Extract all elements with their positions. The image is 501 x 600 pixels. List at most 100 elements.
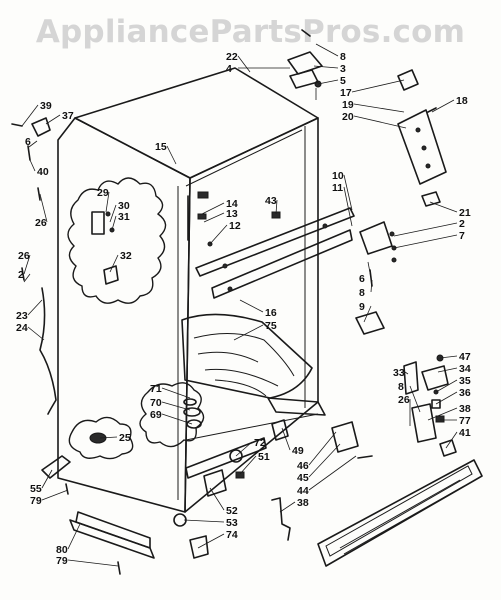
callout-16: 16	[265, 307, 277, 319]
cloud-inset-lower	[68, 416, 134, 460]
callout-leader-52	[209, 487, 225, 511]
callout-71: 71	[150, 383, 162, 395]
callout-39: 39	[40, 100, 52, 112]
callout-leader-34	[437, 367, 458, 373]
callout-5: 5	[340, 75, 346, 87]
cloud-mid-ring-2	[183, 407, 201, 417]
callout-52: 52	[226, 505, 238, 517]
hinge-bracket-20	[397, 109, 447, 185]
bottom-parts	[69, 437, 267, 575]
callout-17: 17	[340, 87, 352, 99]
callout-31: 31	[118, 211, 130, 223]
callout-leader-6	[28, 140, 38, 148]
callout-33: 33	[393, 367, 405, 379]
callout-26: 26	[18, 250, 30, 262]
clip-41	[439, 439, 457, 457]
hinge-38	[411, 403, 437, 443]
callout-43: 43	[265, 195, 277, 207]
callout-8: 8	[398, 381, 404, 393]
callout-53: 53	[226, 517, 238, 529]
wire-clip	[197, 213, 207, 220]
callout-74: 74	[226, 529, 238, 541]
callout-leader-75	[233, 324, 264, 341]
cloud-screw-a	[105, 211, 111, 217]
callout-leader-20	[353, 115, 407, 129]
callout-20: 20	[342, 111, 354, 123]
callout-leader-32	[109, 254, 119, 273]
callout-leader-2	[393, 222, 458, 237]
callout-leader-79	[41, 489, 69, 501]
callout-4: 4	[226, 63, 232, 75]
roller-55	[41, 455, 71, 479]
callout-36: 36	[459, 387, 471, 399]
callout-leader-12	[209, 224, 228, 245]
cabinet-top	[74, 67, 319, 179]
callout-72: 72	[254, 437, 266, 449]
base-channel	[267, 397, 326, 416]
rail-screw-1	[222, 263, 228, 269]
callout-79: 79	[56, 555, 68, 567]
callout-26: 26	[398, 394, 410, 406]
callout-leader-30	[109, 204, 117, 223]
screw-top-1	[301, 29, 311, 37]
bracket-hole-3	[425, 163, 431, 169]
callout-38: 38	[297, 497, 309, 509]
callout-leader-49	[281, 427, 291, 451]
callout-leader-38	[427, 407, 458, 421]
callout-leader-8	[409, 385, 421, 413]
callout-leader-45	[308, 443, 341, 478]
screw-79b	[117, 561, 121, 575]
callout-leader-46	[308, 431, 337, 466]
hinge-plate-top	[287, 51, 323, 75]
screw-40	[27, 145, 31, 161]
callout-leader-38	[279, 501, 296, 513]
lower-rail	[211, 229, 353, 299]
callout-leader-37	[45, 114, 61, 125]
callout-37: 37	[62, 110, 74, 122]
cloud-mid-ring-1	[183, 398, 197, 406]
cabinet-top-liner	[185, 129, 303, 187]
callout-leader-8	[370, 279, 373, 293]
leg-52	[203, 469, 227, 497]
tube-23-24	[39, 287, 57, 415]
callout-18: 18	[456, 95, 468, 107]
callout-leader-17	[351, 79, 405, 93]
callout-13: 13	[226, 208, 238, 220]
callout-75: 75	[265, 320, 277, 332]
spacer-21	[421, 191, 441, 207]
callout-leader-19	[353, 103, 405, 113]
callout-leader-24	[27, 326, 45, 341]
grille-front	[317, 459, 483, 567]
callout-leader-55	[41, 469, 53, 489]
callout-49: 49	[292, 445, 304, 457]
callout-79: 79	[30, 495, 42, 507]
callout-35: 35	[459, 375, 471, 387]
callout-leader-69	[161, 413, 193, 425]
callout-32: 32	[120, 250, 132, 262]
callout-leader-36	[435, 391, 458, 405]
hinge-left	[31, 117, 51, 137]
roller-72	[229, 449, 243, 463]
nut-36	[431, 399, 441, 409]
callout-leader-29	[105, 191, 110, 213]
callout-leader-41	[445, 431, 458, 449]
callout-leader-6	[367, 261, 372, 279]
cloud-bracket	[91, 211, 105, 235]
base-grille	[317, 459, 483, 567]
callout-41: 41	[459, 427, 471, 439]
screw-39	[11, 123, 23, 127]
callout-12: 12	[229, 220, 241, 232]
cover-17	[397, 69, 419, 91]
screw-26a	[37, 187, 41, 201]
callout-leader-33	[404, 371, 409, 375]
cabinet-side	[57, 117, 191, 513]
cloud-lower-outline	[68, 416, 134, 460]
callout-46: 46	[297, 460, 309, 472]
bracket-hole-1	[415, 127, 421, 133]
callout-77: 77	[459, 415, 471, 427]
callout-25: 25	[119, 432, 131, 444]
pan-contour-4	[214, 379, 267, 397]
callout-11: 11	[332, 182, 343, 194]
callout-22: 22	[226, 51, 238, 63]
